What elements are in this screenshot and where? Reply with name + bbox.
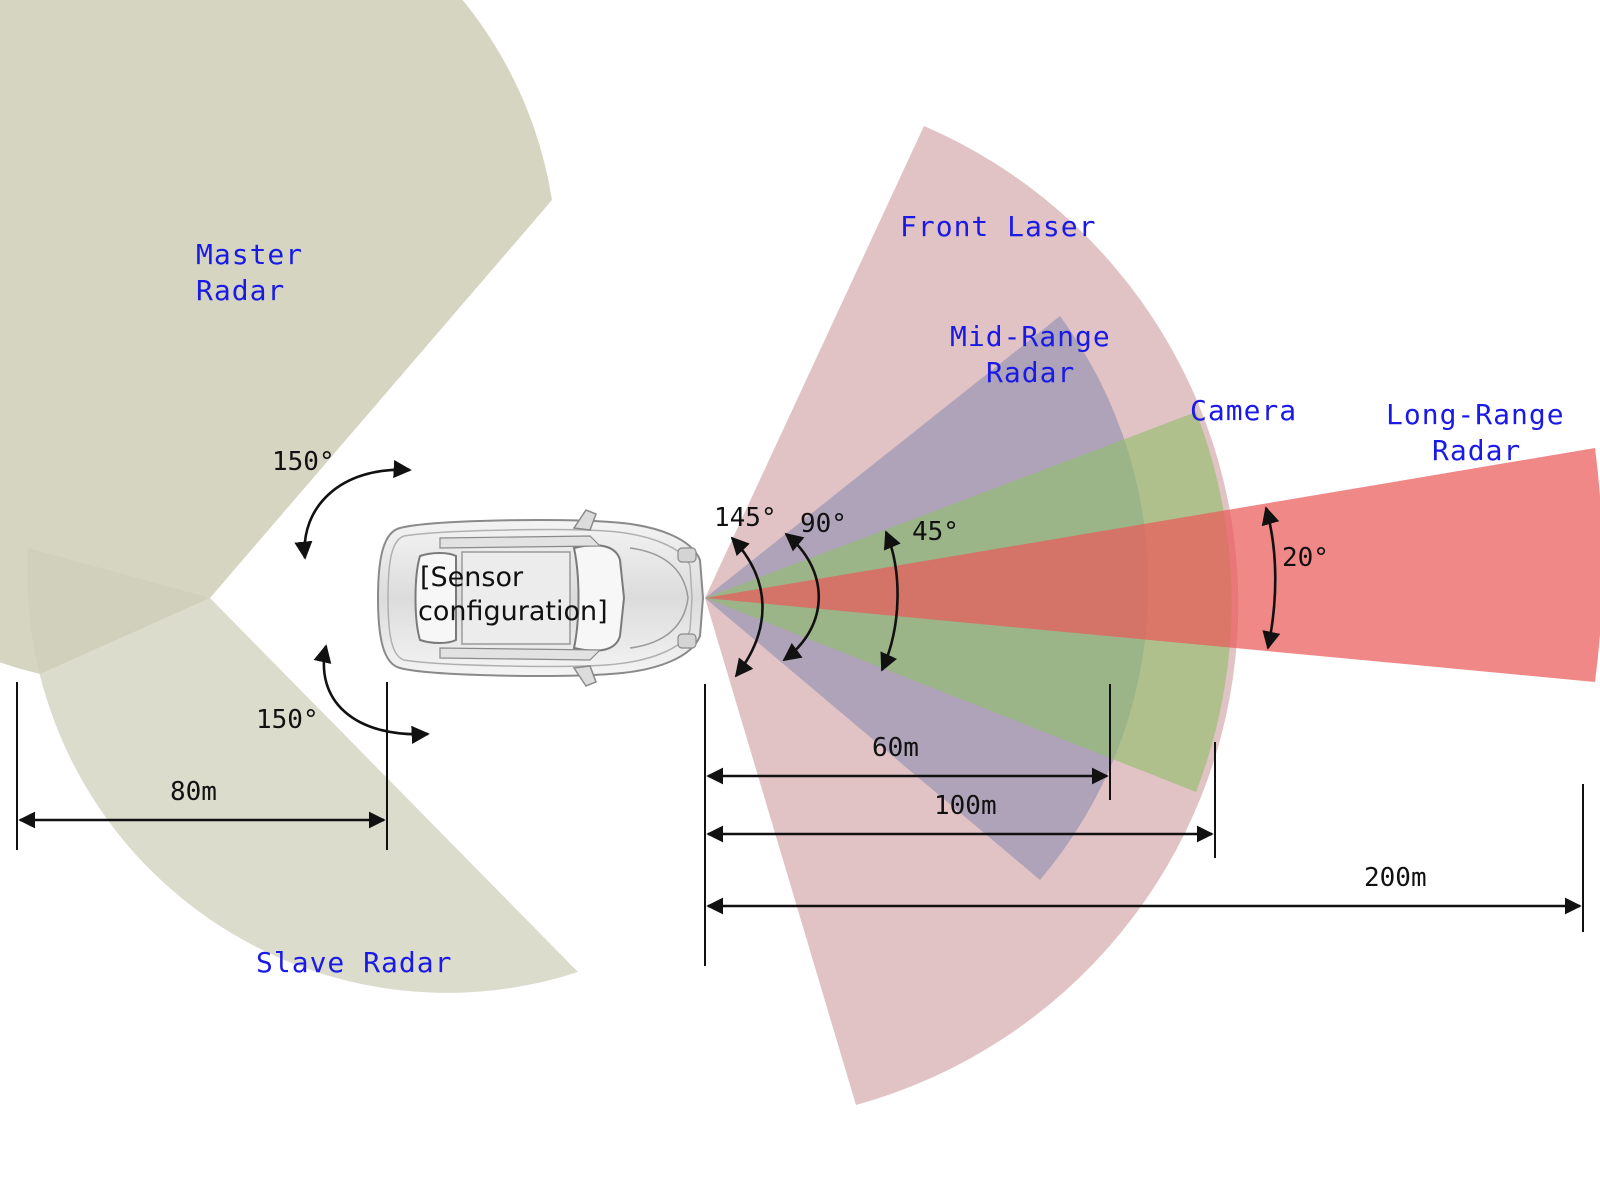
camera-angle-label: 45° xyxy=(912,517,959,547)
mid-range-radar-label-line1: Mid-Range xyxy=(950,320,1111,353)
hood xyxy=(629,547,689,649)
mid-range-radar-angle-label: 90° xyxy=(800,509,847,539)
long-range-radar-sector xyxy=(705,448,1600,682)
front-sensor-coverage xyxy=(705,126,1600,1105)
master-radar-label-line1: Master xyxy=(196,238,303,271)
front-laser-angle-label: 145° xyxy=(714,503,777,533)
front-angle-arcs xyxy=(730,506,1281,678)
long-distance-label: 200m xyxy=(1364,863,1427,893)
mid-range-radar-label-line2: Radar xyxy=(986,356,1075,389)
camera-angle-arc xyxy=(880,530,901,672)
slave-radar-angle-label: 150° xyxy=(256,705,319,735)
dimension-lines xyxy=(16,682,1584,966)
master-radar-label-line2: Radar xyxy=(196,274,285,307)
long-range-radar-label-line2: Radar xyxy=(1432,434,1521,467)
mid-distance-label: 60m xyxy=(872,733,919,763)
master-radar-angle-arc xyxy=(294,459,412,560)
rear-window xyxy=(414,552,457,644)
side-window-top xyxy=(439,535,602,549)
mirror-bottom xyxy=(572,665,597,687)
headlight-top xyxy=(677,547,697,563)
camera-label: Camera xyxy=(1190,394,1297,427)
master-radar-sector xyxy=(0,0,552,674)
windshield xyxy=(572,544,626,652)
angle-labels: 150° 150° 145° 90° 45° 20° xyxy=(256,447,1329,735)
slave-radar-label: Slave Radar xyxy=(256,946,452,979)
mid-range-radar-angle-arc xyxy=(782,532,821,662)
rear-distance-label: 80m xyxy=(170,777,217,807)
car-label-line1: [Sensor xyxy=(420,562,524,593)
car: [Sensor configuration] xyxy=(376,509,705,687)
car-label-line2: configuration] xyxy=(418,596,608,627)
car-body-inner-outline xyxy=(387,528,693,668)
long-range-radar-angle-label: 20° xyxy=(1282,543,1329,573)
roof xyxy=(461,551,571,645)
sensor-labels: Master Radar Slave Radar Front Laser Mid… xyxy=(196,210,1565,979)
headlight-bottom xyxy=(677,633,697,649)
front-laser-angle-arc xyxy=(730,536,764,678)
slave-radar-sector xyxy=(27,548,578,993)
front-laser-label: Front Laser xyxy=(900,210,1096,243)
mirror-top xyxy=(572,509,597,531)
side-window-bottom xyxy=(439,647,602,661)
long-range-radar-angle-arc xyxy=(1261,506,1281,650)
slave-radar-angle-arc xyxy=(313,644,430,744)
master-radar-angle-label: 150° xyxy=(272,447,335,477)
distance-labels: 80m 60m 100m 200m xyxy=(170,733,1427,893)
rear-angle-arcs xyxy=(294,459,430,744)
long-range-radar-label-line1: Long-Range xyxy=(1386,398,1565,431)
rear-radar-coverage xyxy=(0,0,578,993)
laser-distance-label: 100m xyxy=(934,791,997,821)
